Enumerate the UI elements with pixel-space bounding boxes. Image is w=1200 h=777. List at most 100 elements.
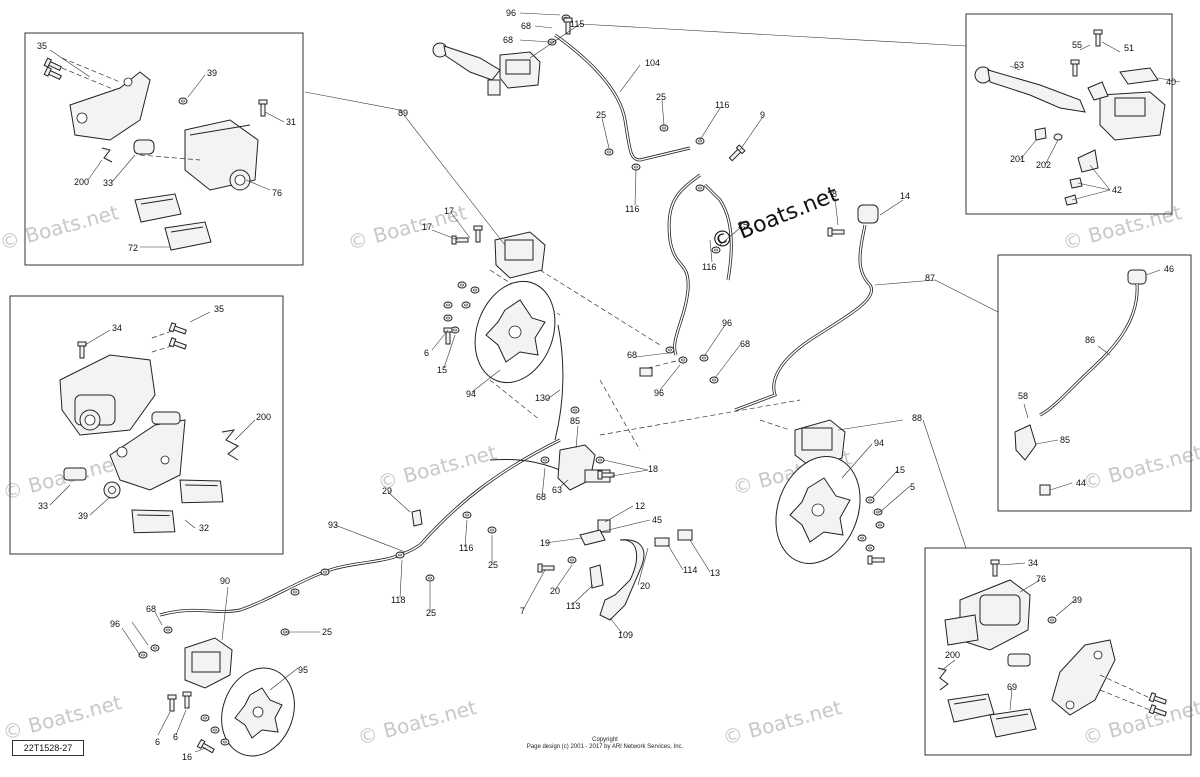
callout: 31 [286,117,296,127]
callout: 200 [256,412,271,422]
detail-box-reservoir [997,254,1192,512]
callout: 40 [1166,77,1176,87]
callout: 85 [1060,435,1070,445]
callout: 86 [1085,335,1095,345]
callout: 42 [1112,185,1122,195]
diagram-code: 22T1528-27 [12,740,84,756]
callout: 114 [683,565,697,575]
callout: 14 [900,191,910,201]
detail-box-rear-caliper [24,32,304,266]
callout: 87 [925,273,935,283]
callout: 25 [322,627,332,637]
callout: 15 [437,365,447,375]
callout: 116 [625,204,639,214]
callout: 89 [398,108,408,118]
copyright-title: Copyright [592,737,618,743]
callout: 200 [945,650,960,660]
right-caliper-assembly [937,559,1168,738]
callout: 118 [391,595,405,605]
callout: 96 [722,318,732,328]
callout: 202 [1036,160,1051,170]
watermark: © Boats.net [1080,695,1200,750]
callout: 9 [760,110,765,120]
callout: 34 [112,323,122,333]
callout: 33 [38,501,48,511]
callout: 96 [110,619,120,629]
callout: 39 [1072,595,1082,605]
callout: 6 [155,737,160,747]
callout: 63 [552,485,562,495]
callout: 39 [78,511,88,521]
lever-assembly [974,29,1181,206]
rear-disc-hardware [167,691,230,755]
callout: 44 [1076,478,1086,488]
front-right-brake-disc [775,456,861,564]
callout: 94 [466,389,476,399]
detail-box-front-caliper [9,295,284,555]
callout: 116 [459,543,473,553]
detail-box-caliper-right [924,547,1192,756]
callout: 35 [37,41,47,51]
rear-master-cylinder [411,406,693,621]
callout: 5 [910,482,915,492]
callout: 35 [214,304,224,314]
watermark: © Boats.net [1080,440,1200,495]
callout: 45 [652,515,662,525]
callout: 15 [895,465,905,475]
front-right-caliper [794,419,846,469]
callout: 104 [645,58,660,68]
callout: 95 [298,665,308,675]
watermark: © Boats.net [0,690,124,745]
callout: 20 [640,581,650,591]
watermark: © Boats.net [0,450,124,505]
rear-brake-disc [221,667,295,757]
reservoir-assembly [1014,269,1161,496]
callout: 90 [220,576,230,586]
callout: 69 [1007,682,1017,692]
watermark: © Boats.net [0,200,121,255]
hose-fittings-upper [604,124,746,384]
callout: 19 [540,538,550,548]
front-left-hardware [443,281,480,345]
callout: 32 [199,523,209,533]
front-right-hardware [857,496,885,565]
detail-box-lever [965,13,1173,215]
callout: 68 [146,604,156,614]
callout: 85 [570,416,580,426]
callout: 39 [207,68,217,78]
callout: 96 [506,8,516,18]
front-caliper-assembly [49,311,256,541]
callout: 7 [520,606,525,616]
reservoir-main [827,204,879,237]
callout-leaders [121,12,936,753]
callout: 25 [488,560,498,570]
callout: 25 [738,220,748,230]
callout: 55 [1072,40,1082,50]
callout: 68 [536,492,546,502]
callout: 72 [128,243,138,253]
callout: 68 [740,339,750,349]
callout: 25 [426,608,436,618]
callout: 201 [1010,154,1025,164]
cable-clips [280,511,497,636]
callout: 68 [521,21,531,31]
callout-labels: 96 68 68 115 104 25 25 116 9 116 25 116 … [37,8,1176,762]
callout: 130 [535,393,550,403]
callout: 76 [272,188,282,198]
copyright-notice: Copyright Page design (c) 2001 - 2017 by… [470,737,740,751]
callout: 29 [382,486,392,496]
callout: 113 [566,601,580,611]
front-left-caliper [451,225,546,279]
callout: 200 [74,177,89,187]
callout: 16 [182,752,192,762]
callout: 33 [103,178,113,188]
callout: 96 [654,388,664,398]
callout: 6 [424,348,429,358]
callout: 58 [1018,391,1028,401]
callout: 20 [550,586,560,596]
callout: 76 [1036,574,1046,584]
copyright-text: Page design (c) 2001 - 2017 by ARI Netwo… [526,744,684,750]
callout: 18 [648,464,658,474]
box-leaders [304,23,999,549]
